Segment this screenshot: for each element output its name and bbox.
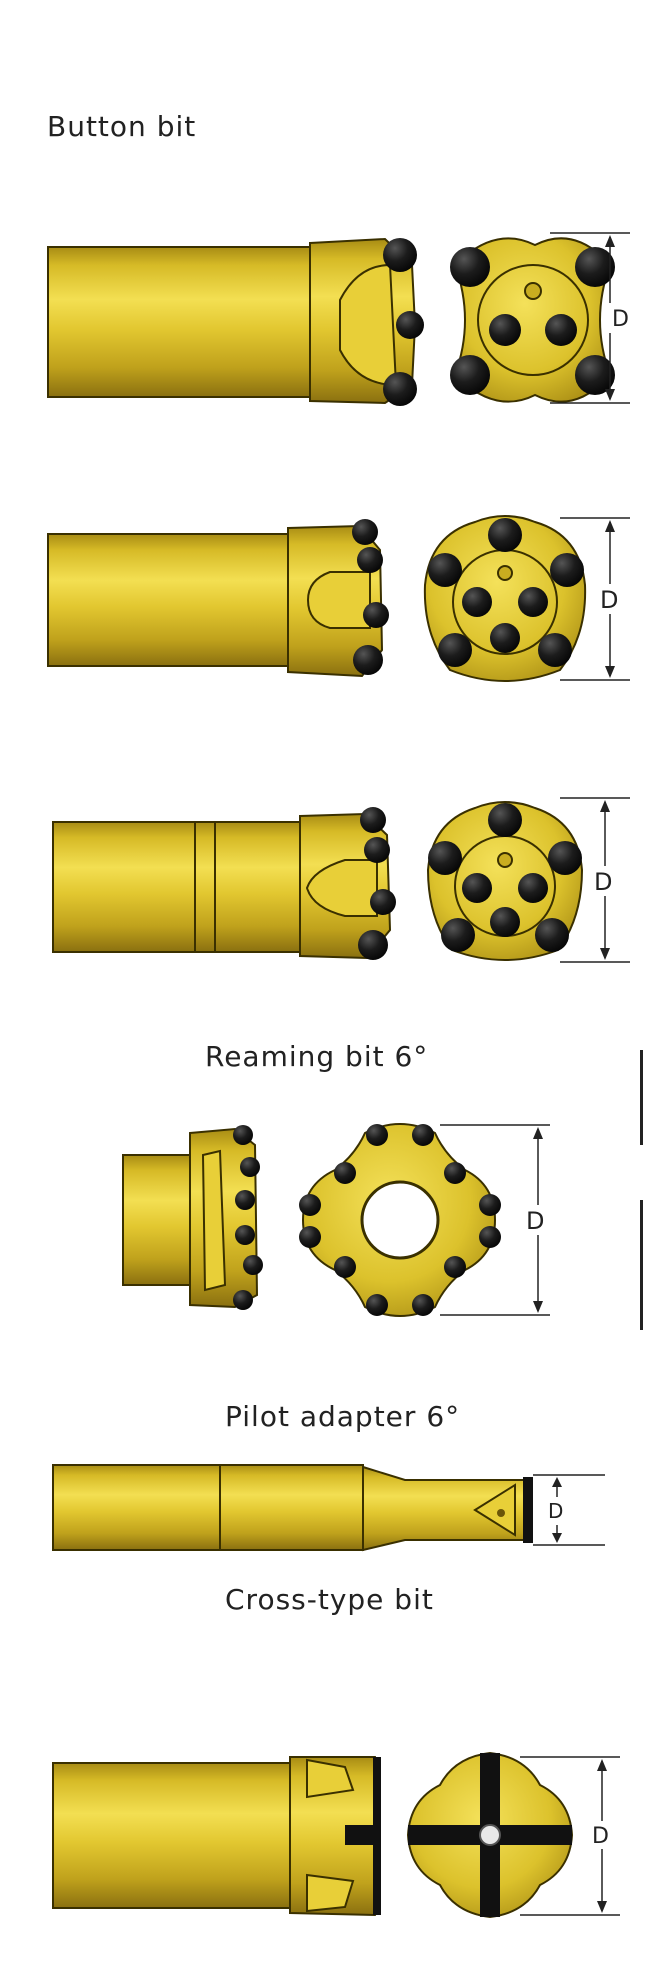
dimension-label: D [548, 1499, 563, 1523]
section-title-pilot-adapter: Pilot adapter 6° [225, 1400, 461, 1433]
button-bit-1-side-view [47, 237, 424, 406]
button-bit-2-side-view [47, 519, 389, 678]
dimension-label: D [592, 1824, 609, 1849]
dimension-label: D [600, 586, 618, 614]
cross-type-bit-front-view [406, 1751, 574, 1919]
cross-type-bit-dimension-d: D [520, 1756, 620, 1916]
dimension-label: D [612, 307, 629, 332]
button-bit-2-front-view [423, 515, 587, 682]
page-edge-line [640, 1200, 643, 1330]
dimension-label: D [526, 1207, 544, 1235]
reaming-bit-front-view [299, 1123, 501, 1317]
page-edge-line [640, 1050, 643, 1145]
pilot-adapter-side-view: D [52, 1464, 605, 1552]
section-title-reaming-bit: Reaming bit 6° [205, 1040, 429, 1073]
button-bit-3-dimension-d: D [560, 797, 630, 963]
section-title-button-bit: Button bit [47, 110, 197, 143]
button-bit-1-dimension-d: D [550, 232, 630, 404]
cross-type-bit-side-view [52, 1756, 381, 1917]
button-bit-1-front-view [450, 237, 615, 403]
section-title-cross-type-bit: Cross-type bit [225, 1583, 434, 1616]
reaming-bit-dimension-d: D [440, 1124, 550, 1316]
dimension-label: D [594, 868, 612, 896]
reaming-bit-side-view [122, 1125, 263, 1310]
button-bit-2-dimension-d: D [560, 517, 630, 681]
button-bit-3-front-view [426, 801, 584, 961]
button-bit-3-side-view [52, 807, 396, 960]
